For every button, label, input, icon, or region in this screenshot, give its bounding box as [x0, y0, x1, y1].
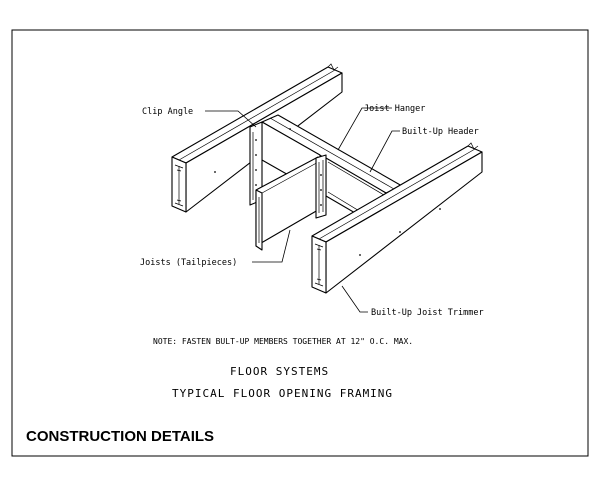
- joist-tailpiece: [255, 156, 323, 251]
- joist-hanger: [315, 154, 327, 219]
- fastening-note: NOTE: FASTEN BULT-UP MEMBERS TOGETHER AT…: [153, 337, 413, 346]
- label-joist-hanger: Joist Hanger: [364, 104, 425, 114]
- sheet-border: [11, 29, 589, 457]
- label-clip-angle: Clip Angle: [142, 107, 193, 117]
- clip-angle-leader: [205, 110, 257, 128]
- label-built-up-header: Built-Up Header: [402, 127, 479, 137]
- right-trimmer: [311, 142, 483, 294]
- joist-hanger-leader: [337, 107, 392, 151]
- title-line-1: FLOOR SYSTEMS: [230, 365, 329, 378]
- header-leader: [369, 130, 400, 173]
- label-joists-tailpieces: Joists (Tailpieces): [140, 258, 237, 268]
- label-built-up-joist-trimmer: Built-Up Joist Trimmer: [371, 308, 484, 318]
- joists-leader: [252, 229, 291, 263]
- title-line-2: TYPICAL FLOOR OPENING FRAMING: [172, 387, 393, 400]
- construction-details-heading: CONSTRUCTION DETAILS: [26, 428, 215, 445]
- trimmer-leader: [341, 285, 368, 313]
